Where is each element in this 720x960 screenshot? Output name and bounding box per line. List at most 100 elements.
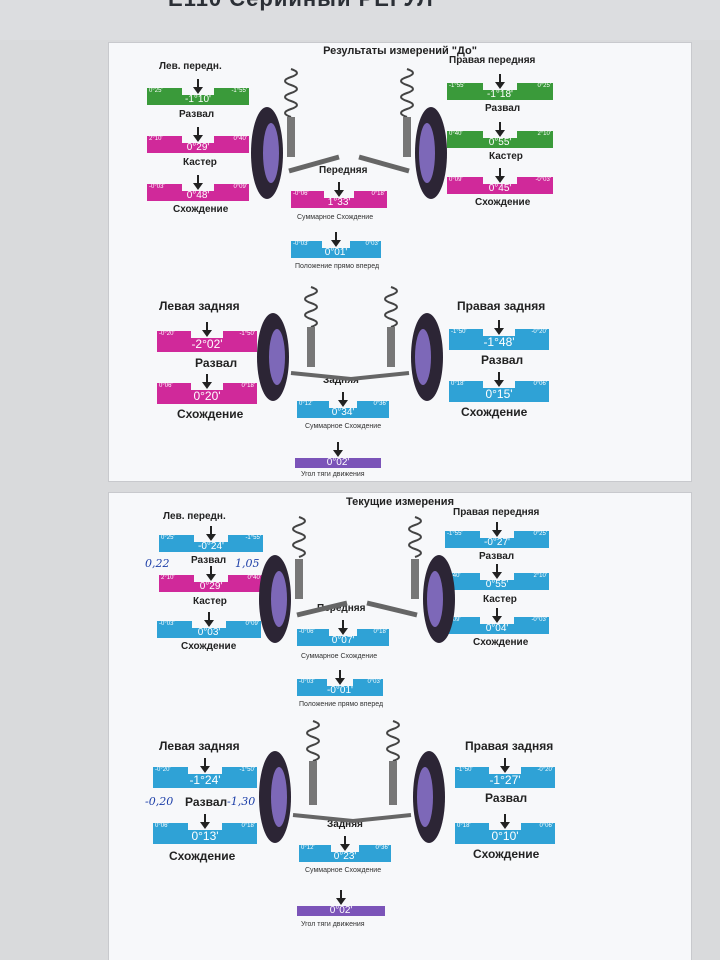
- current-fr-camber-gauge: -1°55'0°25'-0°27': [445, 522, 549, 548]
- current-rr-toe-gauge-max: 0°06': [521, 823, 555, 830]
- before-fr-camber-gauge-max: 0°25': [517, 83, 553, 90]
- current-fl-toe-gauge-max: 0°09': [225, 621, 261, 628]
- page-title: Е110 Серийный РЕГУЛ: [168, 0, 434, 12]
- current-front-total-toe-gauge-max: 0°18': [357, 629, 389, 636]
- before-fr-caster-gauge-max: 2°10': [517, 131, 553, 138]
- before-title: Результаты измерений "До": [323, 45, 477, 57]
- before-straight-gauge-arrow-icon: [331, 232, 341, 247]
- current-front-left-title: Лев. передн.: [163, 511, 226, 522]
- current-fl-caster-gauge: 2°10'0°40'0°29': [159, 566, 263, 592]
- before-thrust-gauge-bar: [295, 458, 381, 468]
- current-rr-camber-gauge-arrow-icon: [500, 758, 510, 773]
- current-fr-toe-gauge: 0°09'-0°03'0°04': [445, 608, 549, 634]
- before-rear-total-toe-gauge-arrow-icon: [338, 392, 348, 407]
- current-fr-camber-gauge-max: 0°25': [513, 531, 549, 538]
- before-fr-camber-gauge: -1°55'0°25'-1°18': [447, 74, 553, 100]
- before-rl-camber-gauge-value: -2°02': [191, 337, 223, 351]
- current-fr-toe-gauge-bar: [445, 624, 549, 634]
- current-thrust-gauge-arrow-icon: [336, 890, 346, 905]
- current-rear-total-toe-gauge: 0°12'0°36'0°23': [299, 836, 391, 862]
- before-front-title: Передняя: [319, 165, 368, 176]
- current-fl-camber-label: Развал: [191, 555, 227, 566]
- before-rr-camber-gauge-max: -0°20': [515, 329, 549, 336]
- current-rr-toe-gauge-bar: [455, 830, 555, 844]
- before-fl-camber-gauge-bar: [147, 95, 249, 105]
- current-front-total-toe-label: Суммарное Схождение: [301, 653, 378, 660]
- current-rl-toe-gauge-min: 0°06': [153, 823, 189, 830]
- current-rl-toe-label: Схождение: [169, 849, 236, 863]
- before-thrust-label: Угол тяги движения: [301, 471, 365, 478]
- before-rr-camber-gauge-arrow-icon: [494, 320, 504, 335]
- before-rl-toe-gauge-max: 0°18': [223, 383, 257, 390]
- current-sheet: Текущие измерения Лев. передн. 0°25'-1°5…: [108, 492, 692, 960]
- before-straight-gauge: -0°03'0°03'0°01': [291, 232, 381, 258]
- before-rl-toe-gauge-bar: [157, 390, 257, 404]
- current-fr-camber-label: Развал: [479, 551, 515, 562]
- before-fr-caster-gauge-arrow-icon: [495, 122, 505, 137]
- current-straight-gauge-value: -0°01': [327, 685, 353, 696]
- before-fr-camber-gauge-value: -1°18': [487, 89, 513, 100]
- handwritten-front-camber-max: 1,05: [235, 557, 260, 570]
- front-suspension-drawing: [251, 68, 447, 199]
- current-fl-toe-gauge-value: 0°03': [197, 627, 221, 638]
- current-rr-camber-gauge-value: -1°27': [489, 773, 521, 787]
- current-rr-toe-label: Схождение: [473, 847, 540, 861]
- before-fr-caster-gauge-bar: [447, 138, 553, 148]
- current-fr-camber-gauge-value: -0°27': [484, 537, 510, 548]
- current-title: Текущие измерения: [345, 496, 454, 508]
- before-rr-toe-gauge-max: 0°06': [515, 381, 549, 388]
- before-fl-caster-label: Кастер: [183, 157, 217, 168]
- before-rear-right-title: Правая задняя: [457, 299, 546, 313]
- before-fl-toe-gauge-arrow-icon: [193, 175, 203, 190]
- before-fr-camber-label: Развал: [485, 103, 521, 114]
- before-straight-label: Положение прямо вперед: [295, 263, 380, 270]
- before-rear-left-title: Левая задняя: [159, 299, 240, 313]
- current-rear-total-toe-label: Суммарное Схождение: [305, 867, 382, 874]
- before-fl-toe-label: Схождение: [173, 204, 229, 215]
- current-rr-toe-gauge-value: 0°10': [491, 829, 519, 843]
- before-rear-total-toe-gauge-value: 0°34': [331, 407, 355, 418]
- current-fr-caster-gauge-value: 0°55': [485, 579, 509, 590]
- current-rr-camber-gauge-bar: [455, 774, 555, 788]
- current-rl-camber-gauge-arrow-icon: [200, 758, 210, 773]
- before-fl-caster-gauge-min: 2°10': [147, 136, 182, 143]
- before-fr-caster-gauge: 0°40'2°10'0°55': [447, 122, 553, 148]
- current-rr-toe-gauge-arrow-icon: [500, 814, 510, 829]
- current-rr-camber-gauge: -1°50'-0°20'-1°27': [455, 758, 555, 788]
- current-rl-toe-gauge-max: 0°18': [221, 823, 257, 830]
- current-rl-camber-gauge-min: -0°20': [153, 767, 189, 774]
- before-fl-camber-gauge-min: 0°25': [147, 88, 182, 95]
- current-rl-toe-gauge-arrow-icon: [200, 814, 210, 829]
- current-rear-total-toe-gauge-min: 0°12': [299, 845, 331, 852]
- current-thrust-gauge-value: 0°02': [329, 905, 353, 916]
- before-rl-camber-gauge: -0°20'-1°50'-2°02': [157, 322, 257, 352]
- before-rr-toe-gauge: 0°18'0°06'0°15': [449, 372, 549, 402]
- current-front-total-toe-gauge-value: 0°07': [331, 635, 355, 646]
- current-rear-suspension-drawing: [259, 720, 445, 843]
- before-front-right-title: Правая передняя: [449, 55, 536, 66]
- current-straight-gauge-arrow-icon: [335, 670, 345, 685]
- handwritten-front-camber-min: 0,22: [145, 557, 170, 570]
- before-front-total-toe-gauge: -0°06'0°18'1°33': [291, 182, 387, 208]
- before-rr-camber-gauge-min: -1°50': [449, 329, 483, 336]
- before-front-total-toe-gauge-value: 1°33': [327, 197, 351, 208]
- current-fl-camber-gauge-bar: [159, 542, 263, 552]
- before-fl-camber-gauge-value: -1°10': [185, 94, 211, 105]
- before-fl-toe-gauge: -0°03'0°09'0°48': [147, 175, 249, 201]
- before-fl-caster-gauge-value: 0°29': [186, 142, 210, 153]
- before-fr-toe-gauge-bar: [447, 184, 553, 194]
- current-fr-toe-gauge-min: 0°09': [445, 617, 481, 624]
- before-rl-toe-gauge-value: 0°20': [193, 389, 221, 403]
- top-strip: [0, 0, 720, 40]
- current-fl-caster-gauge-arrow-icon: [206, 566, 216, 581]
- current-fl-camber-gauge-min: 0°25': [159, 535, 195, 542]
- before-rl-camber-gauge-bar: [157, 338, 257, 352]
- current-fl-toe-gauge: -0°03'0°09'0°03': [157, 612, 261, 638]
- before-fr-toe-gauge-min: 0°09': [447, 177, 483, 184]
- current-straight-gauge: -0°03'0°03'-0°01': [297, 670, 383, 696]
- before-rr-toe-gauge-arrow-icon: [494, 372, 504, 387]
- before-straight-gauge-min: -0°03': [291, 241, 322, 248]
- current-thrust-gauge-bar: [297, 906, 385, 916]
- before-fl-caster-gauge-bar: [147, 143, 249, 153]
- current-fl-toe-gauge-bar: [157, 628, 261, 638]
